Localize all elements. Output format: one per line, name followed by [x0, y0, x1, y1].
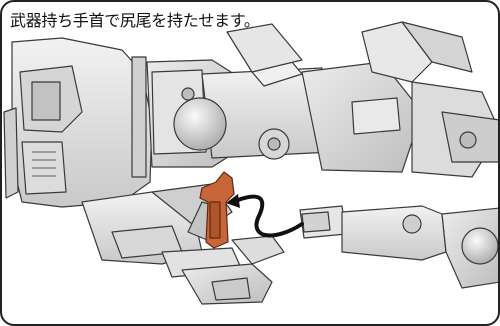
curved-arrow-icon	[226, 194, 304, 238]
wrist-hand	[299, 205, 498, 289]
weapon-grip-hand	[81, 183, 285, 305]
upper-arm-assembly	[173, 21, 498, 178]
caption-text: 武器持ち手首で尻尾を持たせます。	[10, 11, 260, 30]
tail-part	[199, 171, 235, 249]
